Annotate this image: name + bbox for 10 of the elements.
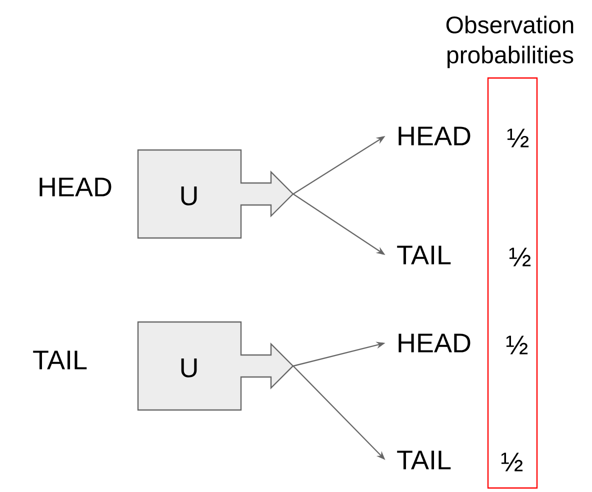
observation-label: TAIL — [397, 246, 451, 264]
state-label: HEAD — [40, 178, 112, 196]
observation-label: HEAD — [398, 126, 470, 146]
unit-block: U — [137, 321, 294, 411]
state-label: TAIL — [33, 350, 87, 370]
highlight-box: ½ ½ ½ ½ — [487, 77, 538, 489]
title: Observation probabilities — [446, 16, 574, 68]
unit-block: U — [137, 149, 294, 239]
observation-label: TAIL — [397, 450, 451, 470]
observation-label: HEAD — [398, 334, 470, 352]
